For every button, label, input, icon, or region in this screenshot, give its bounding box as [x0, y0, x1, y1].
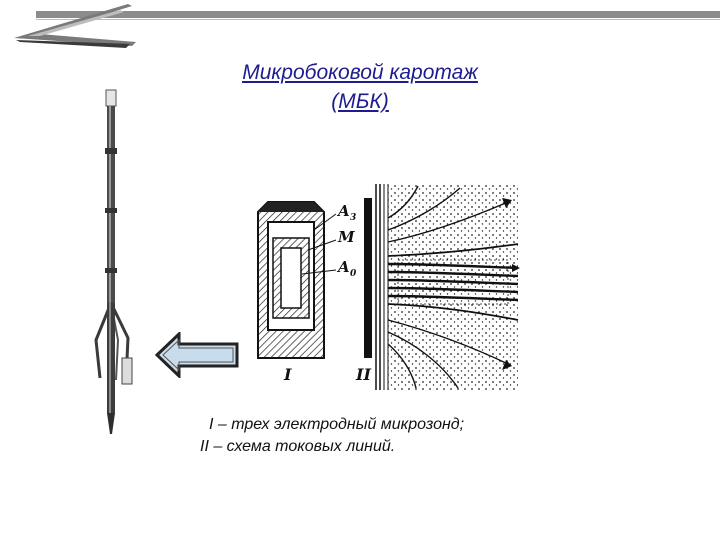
label-a0: A: [336, 258, 350, 276]
page-title: Микробоковой каротаж (МБК): [190, 58, 530, 116]
title-line-1: Микробоковой каротаж: [242, 61, 478, 84]
label-a0-sub: 0: [350, 269, 357, 279]
microprobe-photo: [94, 89, 133, 434]
panel-label-1: I: [283, 365, 292, 384]
microprobe-schematic: A 3 M A 0 I II: [257, 184, 520, 390]
header-bar: [36, 11, 720, 18]
header-rule: [36, 19, 720, 20]
caption-line-2: II – схема токовых линий.: [200, 438, 396, 455]
figure-caption: I – трех электродный микрозонд; II – схе…: [200, 414, 600, 458]
label-a3: A: [336, 202, 350, 220]
current-lines-panel: [364, 184, 520, 390]
electrode-pad: [257, 201, 325, 359]
label-a3-sub: 3: [350, 213, 356, 223]
left-arrow-icon: [155, 332, 239, 378]
panel-label-2: II: [355, 365, 371, 384]
title-line-2: (МБК): [331, 90, 389, 113]
swoosh-logo-icon: [14, 4, 136, 48]
caption-line-1: I – трех электродный микрозонд;: [209, 416, 465, 433]
label-m: M: [337, 228, 355, 246]
